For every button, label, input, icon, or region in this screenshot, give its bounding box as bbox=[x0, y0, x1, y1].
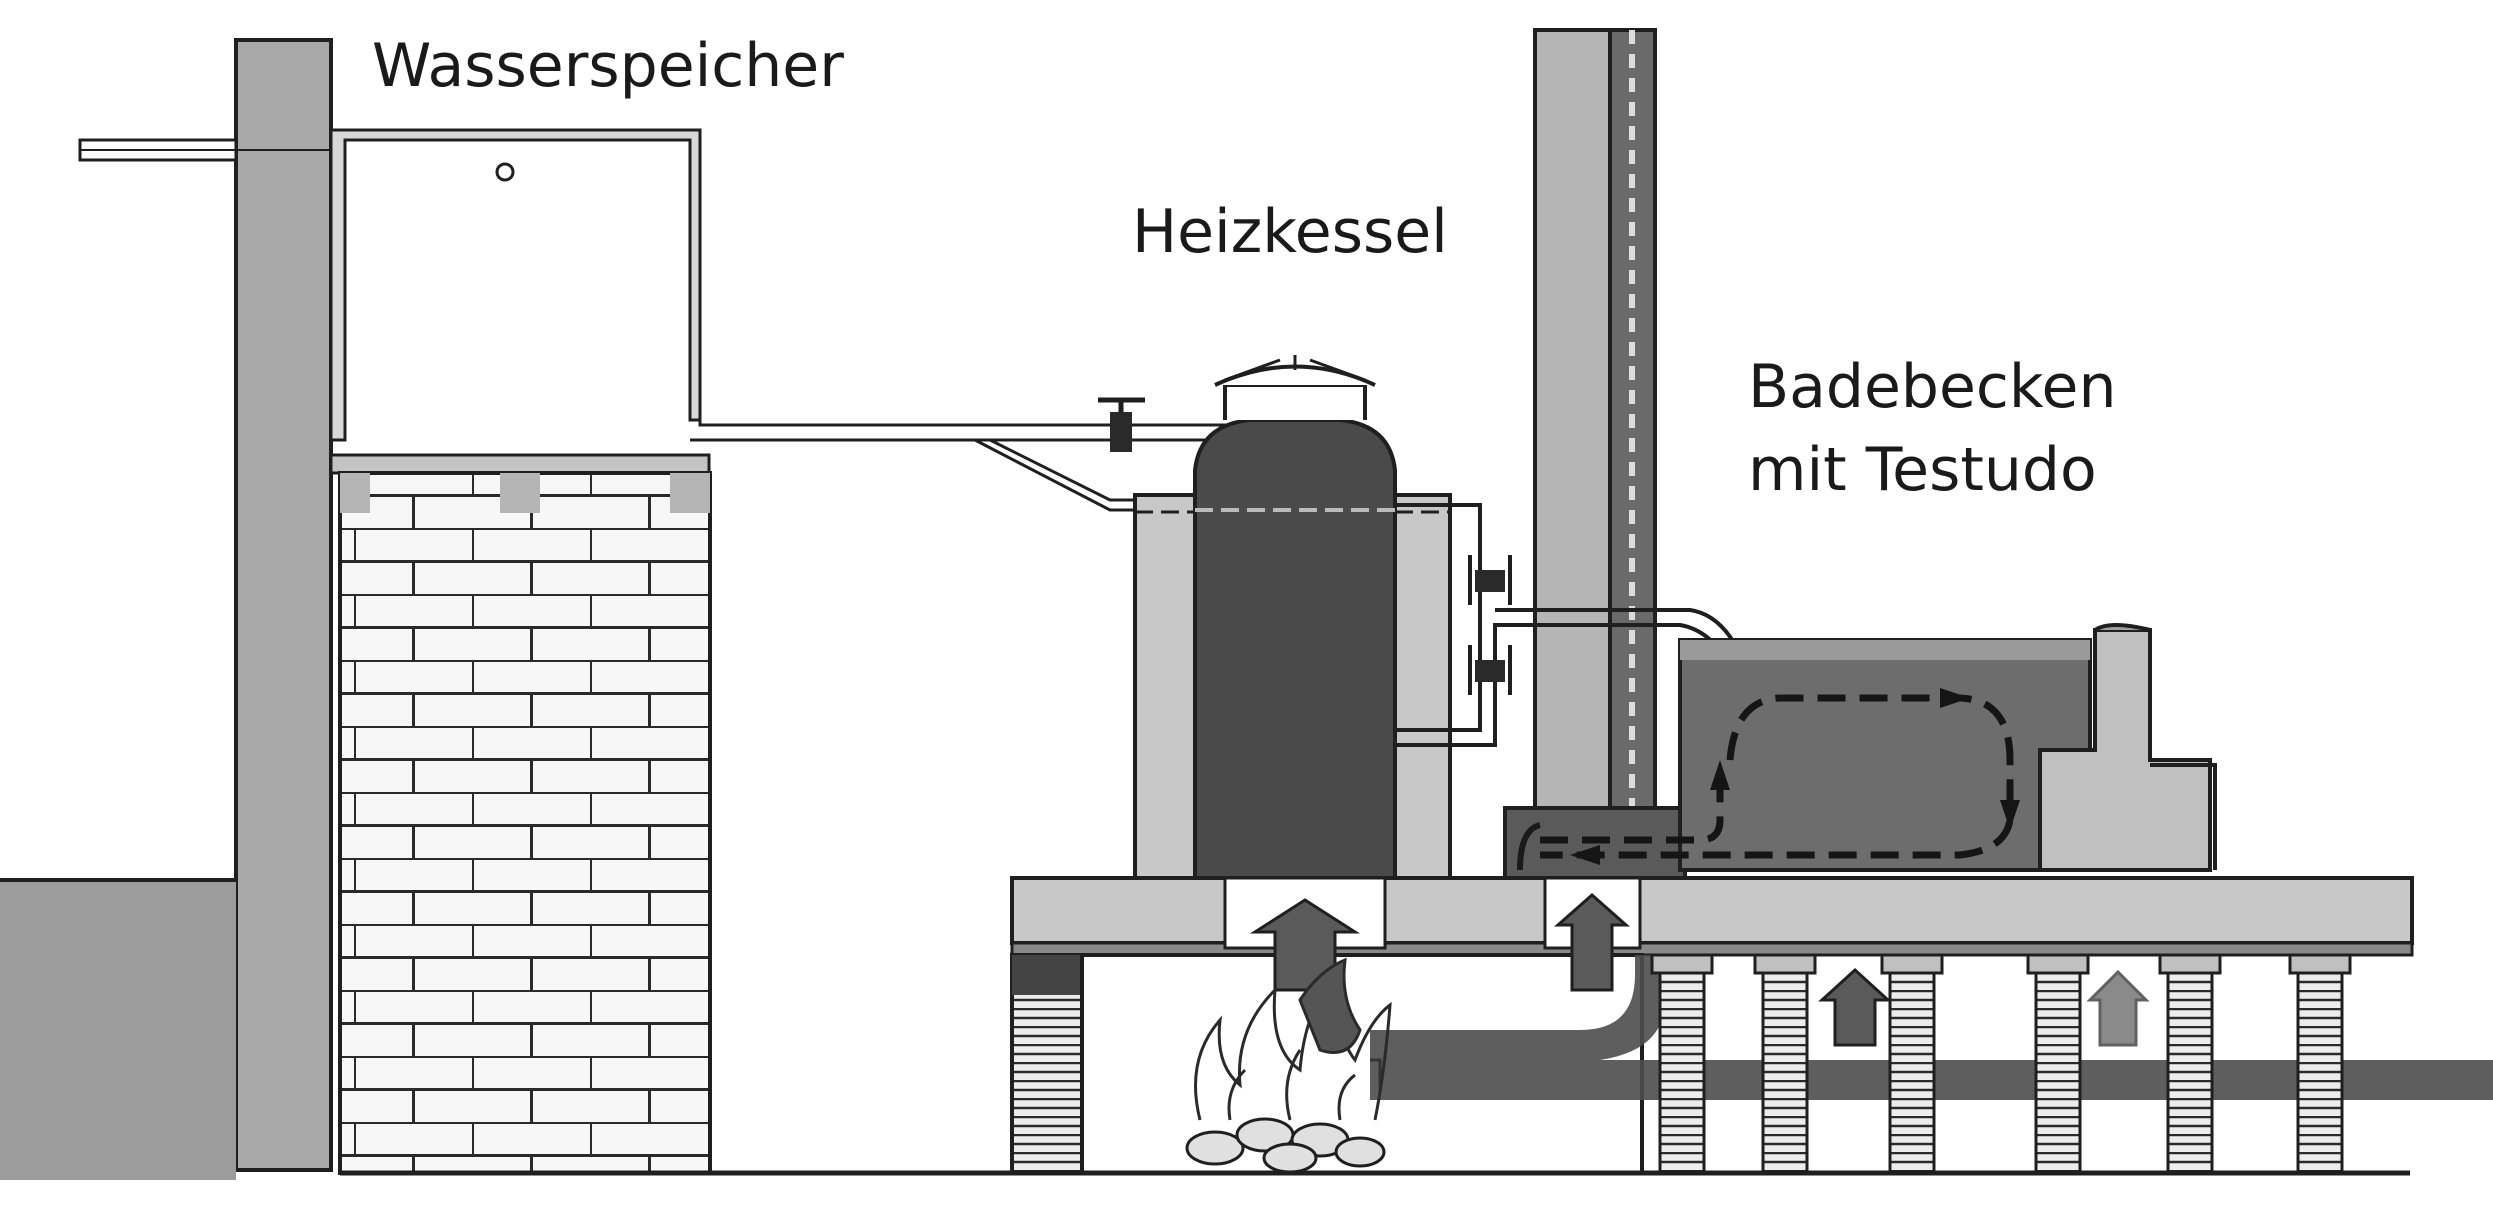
pool-step bbox=[2038, 628, 2212, 872]
label-pool: Badebecken mit Testudo bbox=[1748, 346, 2116, 512]
circulation-arrow-heads bbox=[1570, 688, 2020, 865]
bathing-pool bbox=[1678, 623, 2217, 872]
label-pool-line2: mit Testudo bbox=[1748, 435, 2097, 505]
left-wall bbox=[0, 38, 345, 1180]
fire-icon bbox=[1194, 957, 1392, 1121]
overflow-hole bbox=[495, 162, 515, 182]
hypocaust-floor bbox=[1010, 876, 2414, 957]
hypocaust-pillars bbox=[1650, 953, 2352, 1175]
label-boiler: Heizkessel bbox=[1132, 197, 1448, 267]
valve-icon bbox=[1468, 555, 1512, 605]
boiler bbox=[1193, 355, 1397, 882]
label-water-tank: Wasserspeicher bbox=[372, 31, 844, 101]
circulation-arrow-icon bbox=[1540, 694, 2014, 859]
pillar bbox=[1753, 953, 1817, 1175]
pillar bbox=[2288, 953, 2352, 1175]
firewood-icon bbox=[1185, 1117, 1386, 1174]
brick-pier bbox=[338, 471, 712, 1175]
label-pool-line1: Badebecken bbox=[1748, 352, 2117, 422]
water-tank bbox=[329, 128, 711, 475]
pillar bbox=[2158, 953, 2222, 1175]
pillar bbox=[1650, 953, 1714, 1175]
valve-icon bbox=[1098, 397, 1145, 452]
valve-icon bbox=[1468, 645, 1512, 695]
pillar bbox=[1880, 953, 1944, 1175]
supply-pipe bbox=[690, 397, 1240, 512]
pillar bbox=[2026, 953, 2090, 1175]
